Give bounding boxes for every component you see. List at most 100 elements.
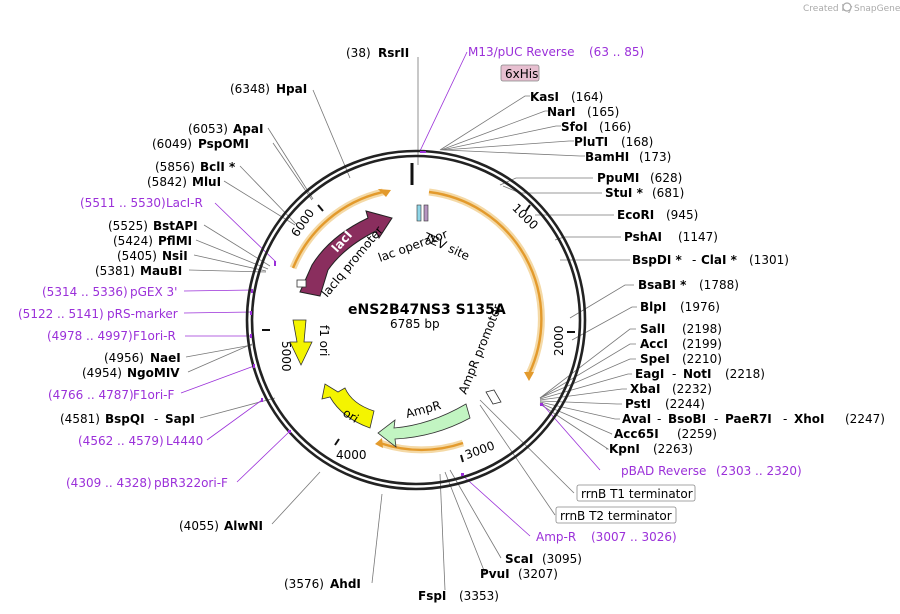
lac-operator-marker xyxy=(416,204,422,222)
clai-name[interactable]: ClaI * xyxy=(701,253,738,267)
alwni-name[interactable]: AlwNI xyxy=(224,519,263,533)
stui-pos: (681) xyxy=(652,186,684,200)
apai-name[interactable]: ApaI xyxy=(233,122,263,136)
psti-name[interactable]: PstI xyxy=(625,397,651,411)
ngomiv-name[interactable]: NgoMIV xyxy=(127,366,180,380)
bspdi-dash: - xyxy=(692,253,696,267)
rrnb-t2-label: rrnB T2 terminator xyxy=(560,509,672,523)
bsabi-pos: (1788) xyxy=(699,278,739,292)
ahdi-pos: (3576) xyxy=(284,577,324,591)
ampr-feature-arrow[interactable] xyxy=(377,403,471,448)
acci-name[interactable]: AccI xyxy=(640,337,668,351)
stui-name[interactable]: StuI * xyxy=(605,186,644,200)
ppumi-name[interactable]: PpuMI xyxy=(597,171,639,185)
xhoi-pos: (2247) xyxy=(845,412,885,426)
bcli-pos: (5856) xyxy=(155,160,195,174)
avai-dash-1: - xyxy=(657,412,661,426)
nari-name[interactable]: NarI xyxy=(547,105,576,119)
pspomi-name[interactable]: PspOMI xyxy=(198,137,249,151)
primer-l4440-range: (4562 .. 4579) xyxy=(78,434,164,448)
naei-pos: (4956) xyxy=(104,351,144,365)
eagi-name[interactable]: EagI xyxy=(635,367,664,381)
mlui-pos: (5842) xyxy=(147,175,187,189)
maubi-name[interactable]: MauBI xyxy=(140,264,182,278)
pshai-name[interactable]: PshAI xyxy=(624,230,662,244)
clai-pos: (1301) xyxy=(749,253,789,267)
bsobi-name[interactable]: BsoBI xyxy=(668,412,706,426)
primer-amp-r-range: (3007 .. 3026) xyxy=(591,530,677,544)
kasi-pos: (164) xyxy=(571,90,603,104)
naei-name[interactable]: NaeI xyxy=(150,351,181,365)
rsrii-pos: (38) xyxy=(346,46,371,60)
ecori-name[interactable]: EcoRI xyxy=(617,208,654,222)
spei-pos: (2210) xyxy=(682,352,722,366)
laci-feature-arrow[interactable] xyxy=(299,210,393,297)
plasmid-length: 6785 bp xyxy=(390,317,440,331)
nari-pos: (165) xyxy=(587,105,619,119)
primer-pbad-reverse-range: (2303 .. 2320) xyxy=(716,464,802,478)
avai-dash-2: - xyxy=(714,412,718,426)
f1-ori-feature-arrow[interactable] xyxy=(289,319,313,366)
ahdi-name[interactable]: AhdI xyxy=(330,577,361,591)
scai-pos: (3095) xyxy=(542,552,582,566)
primer-laci-r-name[interactable]: LacI-R xyxy=(166,196,203,210)
bspdi-name[interactable]: BspDI * xyxy=(632,253,682,267)
primer-l4440-name[interactable]: L4440 xyxy=(166,434,203,448)
pvui-name[interactable]: PvuI xyxy=(480,567,510,581)
kpni-pos: (2263) xyxy=(653,442,693,456)
primer-pgex3-name[interactable]: pGEX 3' xyxy=(130,285,177,299)
bspqi-name[interactable]: BspQI xyxy=(105,412,145,426)
primer-m13-name[interactable]: M13/pUC Reverse xyxy=(468,45,575,59)
primer-amp-r-name[interactable]: Amp-R xyxy=(536,530,576,544)
pluti-name[interactable]: PluTI xyxy=(574,135,608,149)
laciq-promoter-marker xyxy=(296,279,307,288)
ampr-promoter-marker xyxy=(485,389,502,405)
noti-name[interactable]: NotI xyxy=(683,367,712,381)
acc65i-name[interactable]: Acc65I xyxy=(614,427,659,441)
primer-f1ori-f-name[interactable]: F1ori-F xyxy=(133,388,174,402)
sapi-dash: - xyxy=(154,412,158,426)
kasi-name[interactable]: KasI xyxy=(530,90,559,104)
pspomi-pos: (6049) xyxy=(152,137,192,151)
scai-name[interactable]: ScaI xyxy=(505,552,533,566)
primer-prs-marker-name[interactable]: pRS-marker xyxy=(107,307,178,321)
spei-name[interactable]: SpeI xyxy=(640,352,670,366)
ori-feature-arrow[interactable] xyxy=(321,383,375,429)
bamhi-name[interactable]: BamHI xyxy=(585,150,629,164)
pflmi-name[interactable]: PflMI xyxy=(158,234,192,248)
primer-f1ori-r-name[interactable]: F1ori-R xyxy=(133,329,176,343)
paer7i-name[interactable]: PaeR7I xyxy=(725,412,772,426)
sfoi-name[interactable]: SfoI xyxy=(561,120,588,134)
bstapi-name[interactable]: BstAPI xyxy=(153,219,198,233)
blpi-pos: (1976) xyxy=(680,300,720,314)
blpi-name[interactable]: BlpI xyxy=(640,300,666,314)
rrnb-t1-label: rrnB T1 terminator xyxy=(581,487,693,501)
rsrii-name[interactable]: RsrII xyxy=(378,46,409,60)
psti-pos: (2244) xyxy=(665,397,705,411)
rrnb-t2-box xyxy=(555,506,677,524)
kpni-name[interactable]: KpnI xyxy=(609,442,640,456)
hpai-name[interactable]: HpaI xyxy=(276,82,307,96)
acc65i-pos: (2259) xyxy=(677,427,717,441)
avai-name[interactable]: AvaI xyxy=(622,412,651,426)
sapi-name[interactable]: SapI xyxy=(165,412,195,426)
bcli-name[interactable]: BclI * xyxy=(200,160,236,174)
sfoi-pos: (166) xyxy=(599,120,631,134)
nsii-name[interactable]: NsiI xyxy=(162,249,188,263)
xhoi-name[interactable]: XhoI xyxy=(794,412,825,426)
bsabi-name[interactable]: BsaBI * xyxy=(638,278,687,292)
eagi-dash: - xyxy=(672,367,676,381)
primer-pbr322ori-f-range: (4309 .. 4328) xyxy=(66,476,152,490)
fspi-name[interactable]: FspI xyxy=(418,589,446,603)
sali-name[interactable]: SalI xyxy=(640,322,665,336)
primer-pbr322ori-f-name[interactable]: pBR322ori-F xyxy=(154,476,228,490)
primer-pbad-reverse-name[interactable]: pBAD Reverse xyxy=(621,464,706,478)
nsii-pos: (5405) xyxy=(117,249,157,263)
his-tag-label: 6xHis xyxy=(505,67,538,81)
mlui-name[interactable]: MluI xyxy=(192,175,221,189)
brand-text: SnapGene xyxy=(854,4,900,14)
xbai-name[interactable]: XbaI xyxy=(630,382,660,396)
primer-laci-r-range: (5511 .. 5530) xyxy=(80,196,166,210)
ppumi-pos: (628) xyxy=(650,171,682,185)
